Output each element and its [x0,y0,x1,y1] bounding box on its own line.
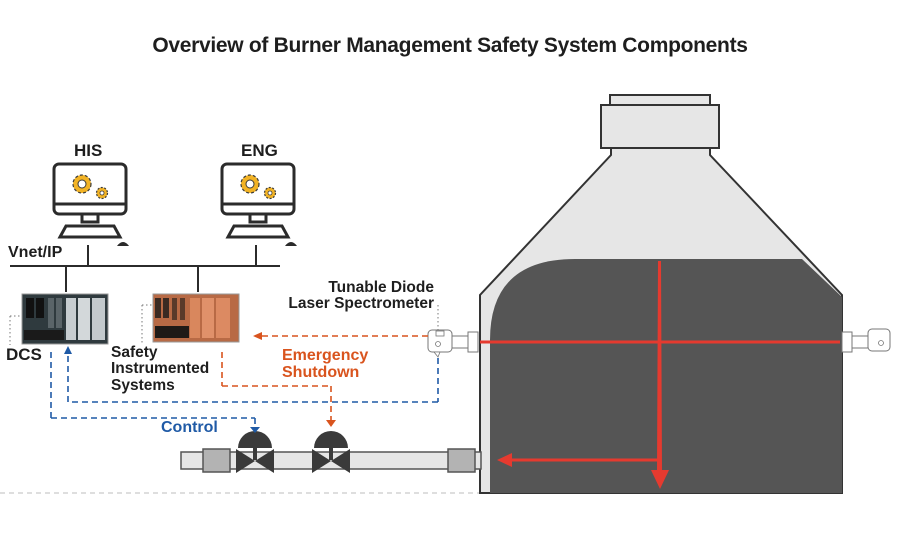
tdls-transmitter [427,329,479,358]
tdls-label-line: Tunable Diode [328,279,434,296]
network-label: Vnet/IP [8,244,63,261]
sis-label-line: Instrumented [111,360,210,378]
eng-workstation[interactable] [220,162,297,246]
emergency-shutdown-label: Emergency Shutdown [282,347,369,382]
shutdown-valve [312,431,350,473]
pipe-flange [202,448,231,473]
control-signal [50,352,439,427]
sis-label-line: Systems [111,376,175,394]
eng-label: ENG [241,141,278,160]
sis-label-line: Safety [111,344,158,361]
his-label: HIS [74,141,103,160]
emergency-shutdown-signal [221,335,428,420]
esd-arrow-to-sis [253,332,262,340]
vnet-bus [10,245,280,292]
diagram-title: Overview of Burner Management Safety Sys… [152,34,748,57]
pipe-flange [447,448,476,473]
firebox [490,259,842,493]
esd-label-line: Emergency [282,347,369,364]
outlet-arrow-head [497,453,512,467]
esd-label-line: Shutdown [282,363,360,381]
sis-rack[interactable] [152,293,240,343]
tdls-receiver [841,328,891,353]
control-arrow-to-valve [250,427,260,433]
esd-arrow-to-valve [326,420,336,427]
control-label: Control [161,419,218,436]
furnace [479,94,843,494]
stack-collar [600,104,720,149]
dcs-label: DCS [6,345,42,364]
tdls-label-line: Laser Spectrometer [288,295,434,313]
control-arrow-to-dcs [64,346,72,354]
sis-label: Safety Instrumented Systems [111,344,210,394]
control-valve [236,431,274,473]
downflow-arrow [651,261,669,489]
gears-icon [72,174,109,200]
his-workstation[interactable] [52,162,129,246]
mouse-icon [285,242,297,246]
gears-icon [240,174,277,200]
mouse-icon [117,242,129,246]
tdls-label: Tunable Diode Laser Spectrometer [262,279,434,313]
dcs-rack[interactable] [21,293,109,345]
